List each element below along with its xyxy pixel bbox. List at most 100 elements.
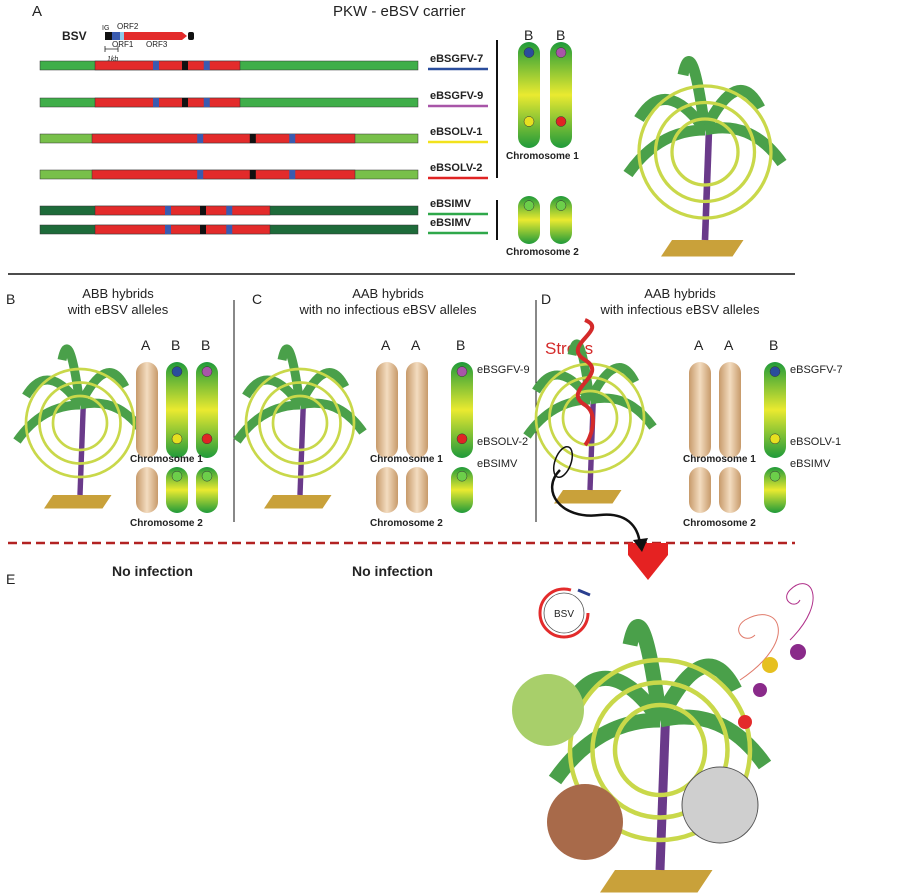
- excision-arrow: [550, 469, 642, 549]
- chrom-letter-b2: B: [556, 27, 565, 43]
- chromosome: [136, 362, 158, 458]
- eBSV-allele-marker: [523, 116, 535, 127]
- allele-label: eBSGFV-7: [790, 364, 843, 376]
- bsv-genome-map: [104, 32, 194, 52]
- eBSV-allele-marker: [523, 200, 535, 211]
- eBSV-allele-marker: [769, 470, 781, 482]
- chromosome: [376, 362, 398, 458]
- infected-banana-plant: [548, 619, 772, 893]
- chrom-letter-b1: B: [524, 27, 533, 43]
- chromosome: [518, 196, 540, 244]
- eBSV-allele-marker: [171, 433, 183, 445]
- chromosome: [166, 362, 188, 458]
- orf2-label: ORF2: [117, 22, 139, 31]
- panel-e-letter: E: [6, 571, 15, 587]
- locus-bar: [39, 205, 419, 216]
- locus-label: eBSIMV: [430, 198, 472, 210]
- chromosome: [196, 362, 218, 458]
- eBSV-allele-marker: [456, 433, 468, 445]
- chromosome: [406, 362, 428, 458]
- locus-bar: [39, 97, 419, 108]
- bsv-episome: [538, 587, 591, 639]
- panel-c-title-2: with no infectious eBSV alleles: [298, 302, 477, 317]
- bsv-label: BSV: [62, 29, 87, 43]
- locus-label: eBSOLV-1: [430, 126, 482, 138]
- chrom1-label: Chromosome 1: [506, 151, 579, 162]
- chromosome-letter: A: [381, 337, 391, 353]
- chromosome-letter: B: [456, 337, 465, 353]
- virus-spirals: [738, 583, 814, 729]
- chrom1-label: Chromosome 1: [130, 454, 203, 465]
- chromosome: [689, 467, 711, 513]
- allele-label: eBSIMV: [477, 458, 518, 470]
- chromosome: [196, 467, 218, 513]
- allele-label: eBSOLV-1: [790, 436, 841, 448]
- chrom2-label: Chromosome 2: [683, 518, 756, 529]
- locus-circle: [552, 445, 574, 479]
- chrom2-label: Chromosome 2: [370, 518, 443, 529]
- panel-a-title: PKW - eBSV carrier: [333, 3, 466, 20]
- orf1-label: ORF1: [112, 40, 134, 49]
- chromosome: [166, 467, 188, 513]
- eBSV-allele-marker: [171, 366, 183, 377]
- panel-c-title-1: AAB hybrids: [352, 286, 424, 301]
- chromosome: [764, 467, 786, 513]
- panel-b-letter: B: [6, 291, 15, 307]
- panel-b-title-2: with eBSV alleles: [67, 302, 169, 317]
- orf3-label: ORF3: [146, 40, 168, 49]
- banana-plant-illustration: [623, 56, 787, 257]
- panel-d-title-1: AAB hybrids: [644, 286, 716, 301]
- chromosome: [518, 42, 540, 148]
- panel-d-title-2: with infectious eBSV alleles: [600, 302, 760, 317]
- eBSV-allele-marker: [769, 366, 781, 377]
- chrom2-label: Chromosome 2: [506, 247, 579, 258]
- eBSV-allele-marker: [555, 200, 567, 211]
- eBSV-allele-marker: [456, 366, 468, 377]
- virion-micrograph-inset: [681, 766, 759, 844]
- eBSV-allele-marker: [201, 470, 213, 482]
- chromosome: [136, 467, 158, 513]
- stress-spiral: [575, 318, 595, 447]
- panel-c-letter: C: [252, 291, 262, 307]
- integrated-loci: [39, 60, 419, 235]
- chromosome-letter: A: [694, 337, 704, 353]
- chromosome: [376, 467, 398, 513]
- eBSV-allele-marker: [201, 366, 213, 377]
- ig-label: IG: [102, 25, 109, 32]
- locus-label: eBSIMV: [430, 217, 472, 229]
- chromosome-letter: B: [769, 337, 778, 353]
- allele-label: eBSIMV: [790, 458, 831, 470]
- locus-bar: [39, 224, 419, 235]
- eBSV-allele-marker: [171, 470, 183, 482]
- eBSV-allele-marker: [555, 47, 567, 58]
- bsv-circle-label: BSV: [554, 609, 574, 620]
- chromosome: [406, 467, 428, 513]
- chromosome: [719, 362, 741, 458]
- locus-label: eBSOLV-2: [430, 162, 482, 174]
- chromosome-letter: A: [411, 337, 421, 353]
- panel-d-letter: D: [541, 291, 551, 307]
- eBSV-allele-marker: [769, 433, 781, 445]
- locus-label: eBSGFV-7: [430, 53, 483, 65]
- chrom1-label: Chromosome 1: [370, 454, 443, 465]
- chrom2-label: Chromosome 2: [130, 518, 203, 529]
- allele-label: eBSGFV-9: [477, 364, 530, 376]
- chromosome-letter: B: [201, 337, 210, 353]
- chromosome-letter: B: [171, 337, 180, 353]
- chromosome: [550, 42, 572, 148]
- locus-bar: [39, 133, 419, 144]
- chromosome: [764, 362, 786, 458]
- leaf-symptom-inset: [512, 674, 584, 746]
- eBSV-allele-marker: [456, 470, 468, 482]
- panel-a-letter: A: [32, 3, 42, 20]
- locus-bar: [39, 169, 419, 180]
- pseudostem-symptom-inset: [547, 784, 623, 860]
- eBSV-allele-marker: [523, 47, 535, 58]
- chromosome: [451, 467, 473, 513]
- chromosome: [550, 196, 572, 244]
- chromosome-letter: A: [724, 337, 734, 353]
- panel-b-result: No infection: [112, 563, 193, 579]
- locus-bar: [39, 60, 419, 71]
- eBSV-allele-marker: [555, 116, 567, 127]
